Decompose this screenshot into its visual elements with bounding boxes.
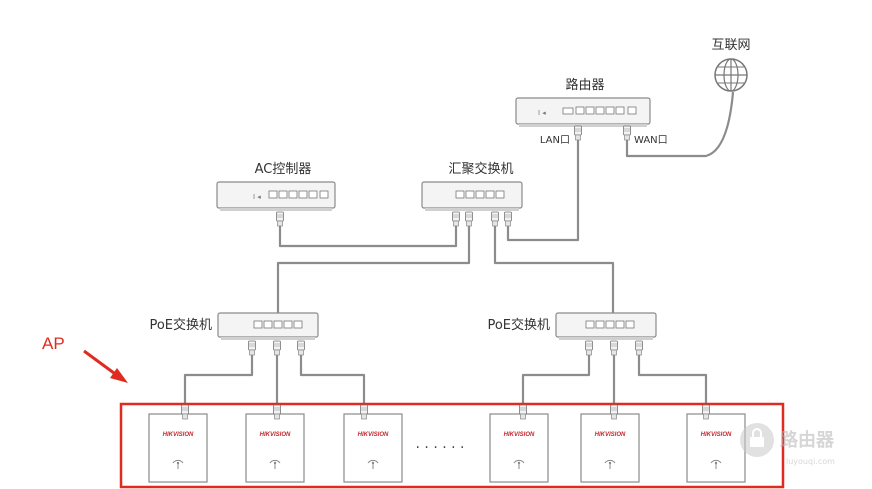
cable-aggregation-poe-right [493,225,615,313]
lan-port-label: LAN口 [540,135,570,146]
watermark-subtitle: luyouqi.com [786,457,835,466]
aggregation-plug-1 [452,211,460,227]
ac-controller-label: AC控制器 [255,162,312,177]
ac-controller-node: AC控制器 I ◂ [216,162,336,227]
ap-annotation: AP [42,334,128,383]
poe-switch-left-node: PoE交换机 [149,312,319,356]
aggregation-plug-4 [504,211,512,227]
svg-text:I ◂: I ◂ [538,109,546,117]
cable-aggregation-poe-left [276,225,471,313]
aggregation-switch-node: 汇聚交换机 [421,161,523,227]
poe-switch-right-device [555,312,657,340]
ap-label: AP [42,334,65,353]
router-node: 路由器 I ◂ LAN口 WAN口 [515,77,668,146]
ap-devices: HIKVISION HIKVISION HIKVISION · · · · · … [148,413,746,483]
aggregation-switch-device [421,181,523,211]
router-device: I ◂ [515,97,651,127]
ap-device-3: HIKVISION [343,413,403,483]
globe-icon [714,58,748,92]
cable-wan-internet [625,91,735,158]
ac-controller-device: I ◂ [216,181,336,211]
red-arrow-icon [83,349,128,383]
cable-poe-left-ap3 [299,355,366,412]
cable-poe-left-ap1 [183,355,254,412]
ap-ellipsis: · · · · · · [416,440,465,456]
internet-node: 互联网 [711,38,751,92]
poe-switch-right-node: PoE交换机 [487,312,657,356]
ap-brand: HIKVISION [358,432,389,438]
watermark-logo-icon [740,423,774,457]
lan-port-plug [574,125,582,141]
ap-device-2: HIKVISION [245,413,305,483]
aggregation-switch-label: 汇聚交换机 [448,161,513,177]
aggregation-plug-2 [465,211,473,227]
wan-port-plug [623,125,631,141]
watermark: 路由器 luyouqi.com [740,423,835,466]
router-label: 路由器 [565,77,604,93]
poe-switch-right-label: PoE交换机 [487,317,550,333]
ap-brand: HIKVISION [163,432,194,438]
ap-device-4: HIKVISION [489,413,549,483]
cable-poe-right-ap4 [521,355,591,412]
cable-ac-aggregation [278,225,458,248]
ap-brand: HIKVISION [504,432,535,438]
watermark-title: 路由器 [780,429,835,451]
cable-lan-aggregation [506,140,580,242]
poe-switch-left-device [217,312,319,340]
svg-text:I ◂: I ◂ [253,193,261,201]
wan-port-label: WAN口 [634,135,668,146]
ap-brand: HIKVISION [701,432,732,438]
ap-highlight-box [119,402,785,489]
cables [183,91,735,412]
cable-poe-right-ap6 [637,355,708,412]
ap-device-1: HIKVISION [148,413,208,483]
ap-brand: HIKVISION [595,432,626,438]
ap-device-5: HIKVISION [580,413,640,483]
aggregation-plug-3 [491,211,499,227]
internet-label: 互联网 [711,38,750,53]
ap-device-6: HIKVISION [686,413,746,483]
ac-plug [276,211,284,227]
poe-switch-left-label: PoE交换机 [149,317,212,333]
ap-brand: HIKVISION [260,432,291,438]
